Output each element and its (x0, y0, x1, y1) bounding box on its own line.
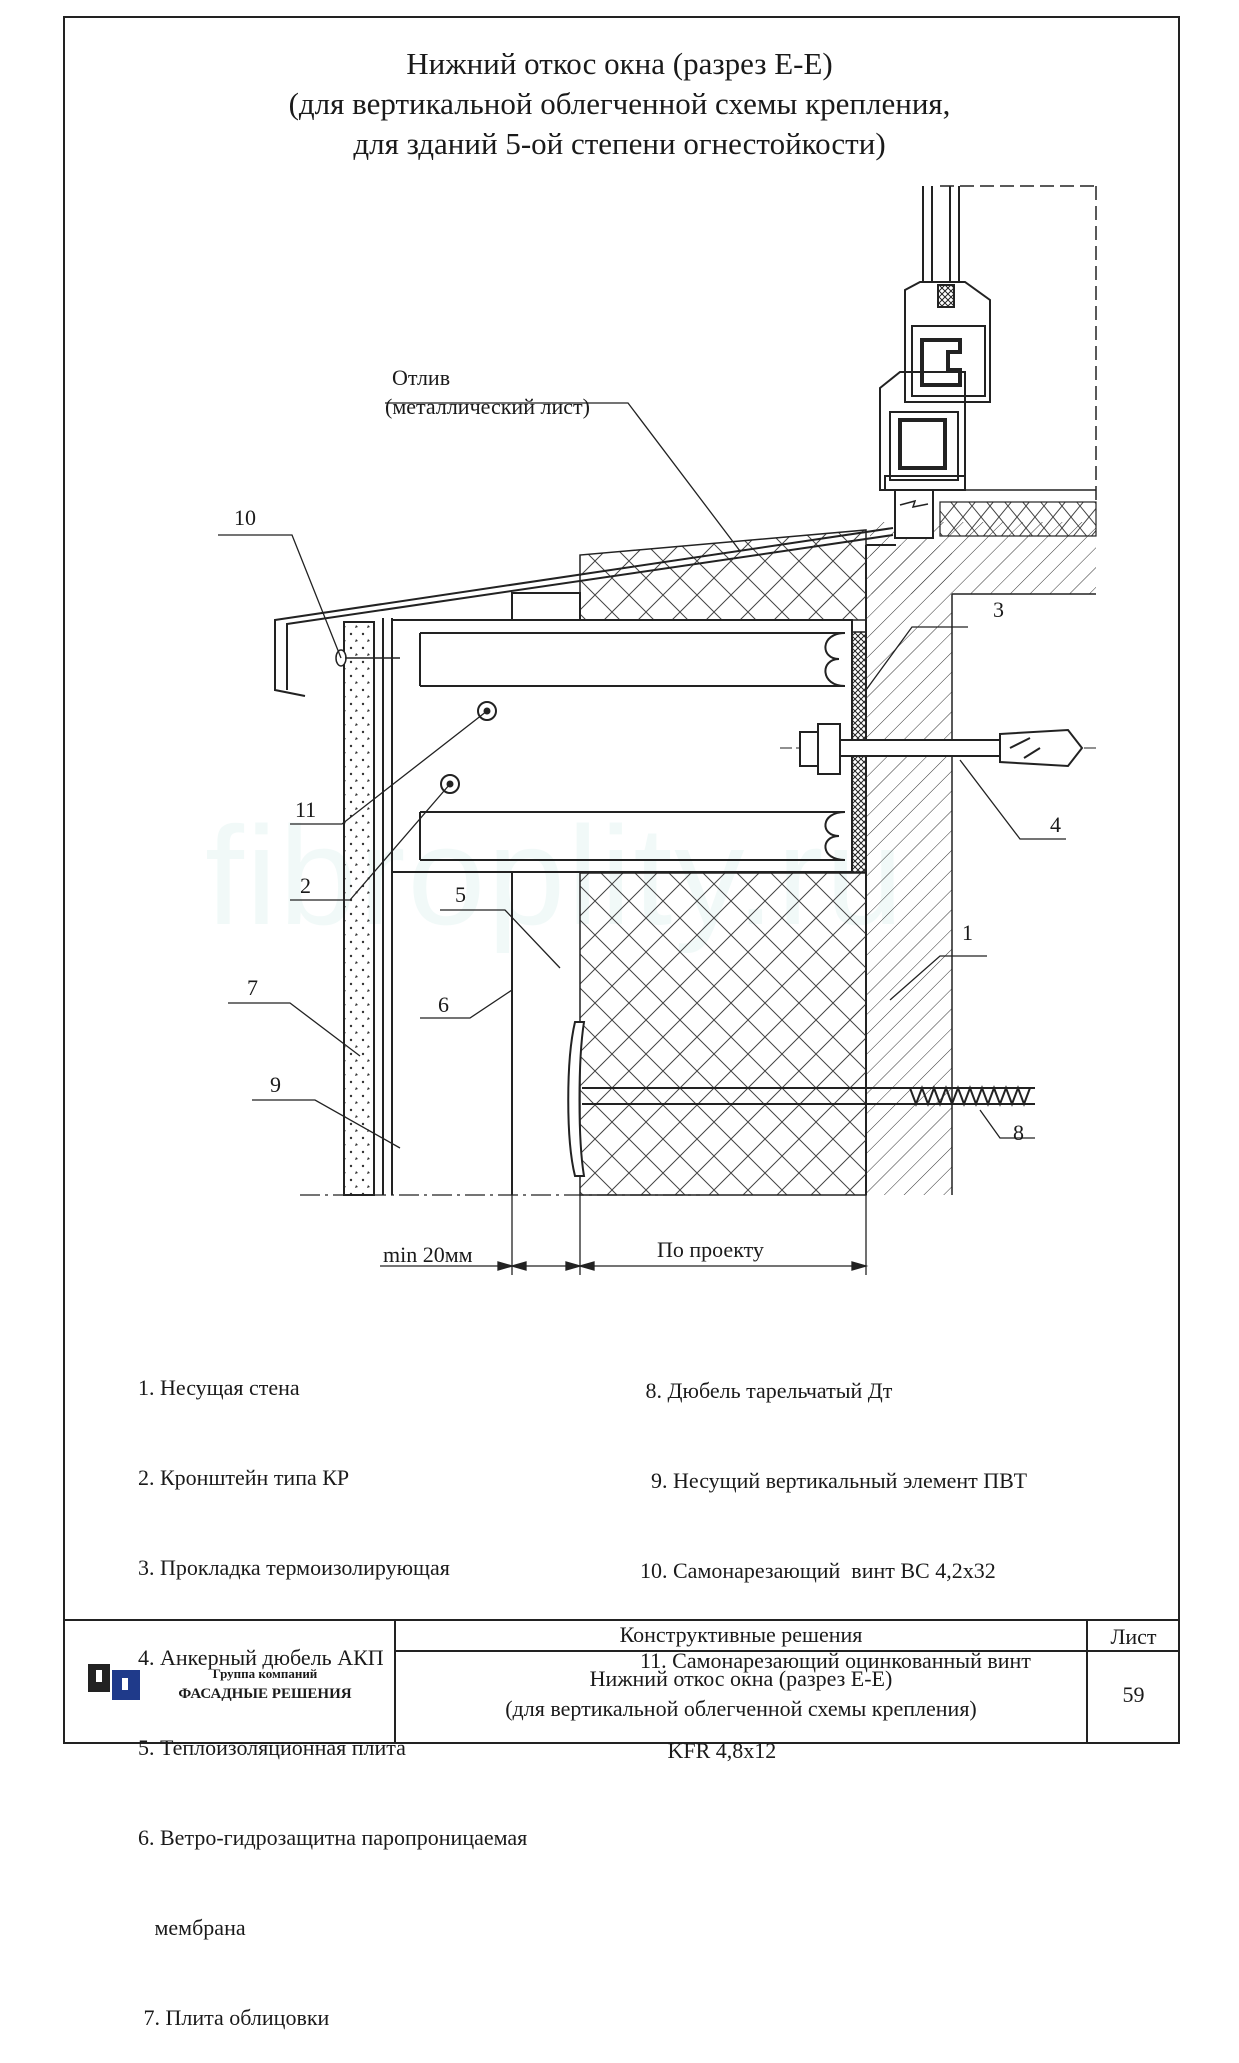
insulation-plate (579, 872, 867, 1196)
plate-dowel (567, 1021, 1035, 1177)
window-frame (879, 185, 1097, 539)
legend-item: 10. Самонарезающий винт ВС 4,2х32 (640, 1558, 996, 1583)
title-block-section: Конструктивные решения (619, 1622, 863, 1647)
dimension-gap-label: min 20мм (383, 1242, 473, 1267)
legend-item: 3. Прокладка термоизолирующая (138, 1555, 450, 1580)
company-name-line2: ФАСАДНЫЕ РЕШЕНИЯ (178, 1686, 352, 1702)
legend-item: 6. Ветро-гидрозащитна паропроницаемая (138, 1825, 528, 1850)
title-block-sheet-label: Лист (1110, 1624, 1157, 1649)
window-insulation (939, 501, 1097, 537)
legend-item: 5. Теплоизоляционная плита (138, 1735, 406, 1760)
callout-1: 1 (962, 920, 973, 945)
cladding-plate (343, 621, 375, 1196)
title-line-3: для зданий 5-ой степени огнестойкости) (353, 126, 886, 161)
callout-2: 2 (300, 873, 311, 898)
title-block-grid (63, 1619, 1180, 1744)
title-line-2: (для вертикальной облегченной схемы креп… (288, 86, 951, 121)
window-sill-flashing (274, 527, 894, 697)
callout-5: 5 (455, 882, 466, 907)
callout-9: 9 (270, 1072, 281, 1097)
bracket-kr (391, 592, 853, 873)
callout-6: 6 (438, 992, 449, 1017)
legend-item: мембрана (138, 1915, 246, 1940)
company-name-line1: Группа компаний (212, 1666, 318, 1681)
leader-lines (218, 402, 1066, 1149)
callout-7: 7 (247, 975, 258, 1000)
callout-10: 10 (234, 505, 256, 530)
callout-otliv: Отлив (392, 365, 450, 390)
legend-item: 11. Самонарезающий оцинкованный винт (640, 1648, 1031, 1673)
company-name: Группа компаний ФАСАДНЫЕ РЕШЕНИЯ (145, 1664, 385, 1704)
anchor-dowel (780, 723, 1100, 775)
title-block-name-line1: Нижний откос окна (разрез Е-Е) (589, 1666, 893, 1691)
section-drawing: Отлив (металлический лист) 10 3 4 11 2 5… (63, 185, 1180, 1744)
callout-otliv-material: (металлический лист) (385, 394, 590, 419)
legend-item: 2. Кронштейн типа КР (138, 1465, 350, 1490)
legend-item: 8. Дюбель тарельчатый Дт (640, 1378, 893, 1403)
legend-item: KFR 4,8х12 (640, 1738, 777, 1763)
title-line-1: Нижний откос окна (разрез Е-Е) (406, 46, 833, 81)
legend-item: 9. Несущий вертикальный элемент ПВТ (640, 1468, 1028, 1493)
legend-item: 1. Несущая стена (138, 1375, 300, 1400)
callout-3: 3 (993, 597, 1004, 622)
bearing-wall (865, 522, 1096, 1195)
legend-right: 8. Дюбель тарельчатый Дт 9. Несущий верт… (640, 1316, 1031, 1796)
legend-item: 4. Анкерный дюбель АКП (138, 1645, 384, 1670)
title-block-name-line2: (для вертикальной облегченной схемы креп… (505, 1696, 977, 1721)
vertical-profile (382, 618, 393, 1195)
callout-8: 8 (1013, 1120, 1024, 1145)
legend-item: 7. Плита облицовки (138, 2005, 330, 2030)
callout-4: 4 (1050, 812, 1061, 837)
drawing-sheet-frame (63, 16, 1180, 1744)
dimension-lines (300, 1194, 869, 1275)
dimension-insulation-label: По проекту (657, 1237, 764, 1262)
company-logo-icon (88, 1664, 140, 1700)
callout-11: 11 (295, 797, 316, 822)
title-block-sheet-number: 59 (1122, 1682, 1145, 1707)
